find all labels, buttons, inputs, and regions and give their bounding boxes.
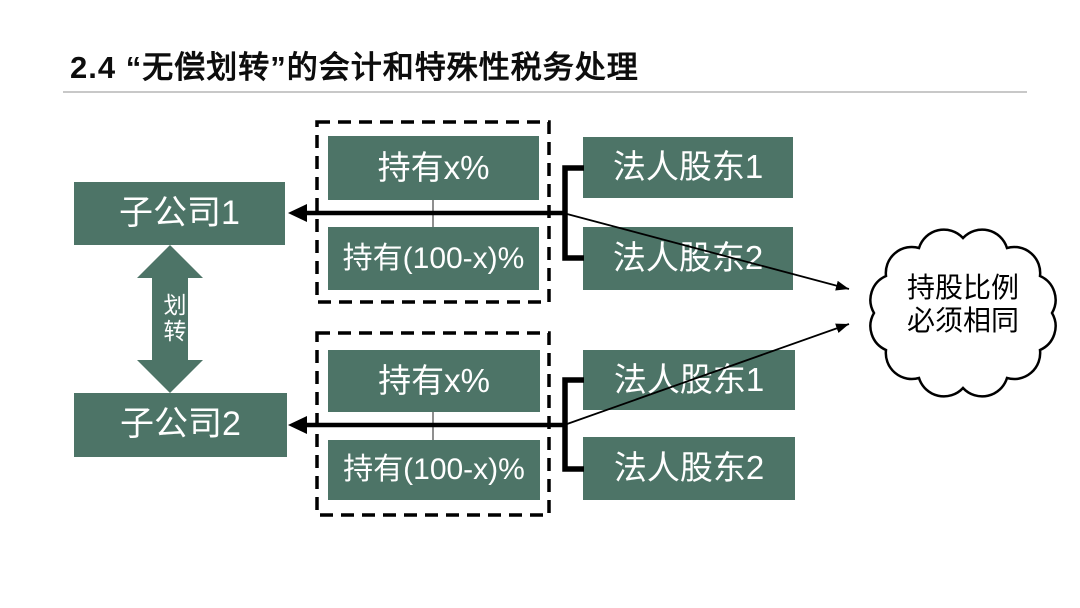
shareholder-1-box-group2: 法人股东1 <box>583 350 795 410</box>
shareholder-2-box-group1: 法人股东2 <box>583 227 793 290</box>
title-underline <box>63 91 1027 93</box>
cloud-text-line1: 持股比例 <box>906 272 1019 303</box>
cloud-text-line2: 必须相同 <box>906 305 1019 336</box>
page-title: 2.4 “无偿划转”的会计和特殊性税务处理 <box>70 50 639 85</box>
holding-x-box-group2: 持有x% <box>328 350 540 412</box>
holding-100x-box-group2: 持有(100-x)% <box>328 440 540 500</box>
subsidiary-1-box: 子公司1 <box>74 182 285 245</box>
shareholder-1-box-group1: 法人股东1 <box>583 137 793 198</box>
holding-100x-box-group1: 持有(100-x)% <box>328 227 539 290</box>
subsidiary-2-box: 子公司2 <box>74 393 287 457</box>
shareholder-2-box-group2: 法人股东2 <box>583 437 795 500</box>
transfer-arrow-label: 划转 <box>160 293 186 345</box>
cloud-text: 持股比例 必须相同 <box>880 271 1046 337</box>
holding-x-box-group1: 持有x% <box>328 136 539 200</box>
